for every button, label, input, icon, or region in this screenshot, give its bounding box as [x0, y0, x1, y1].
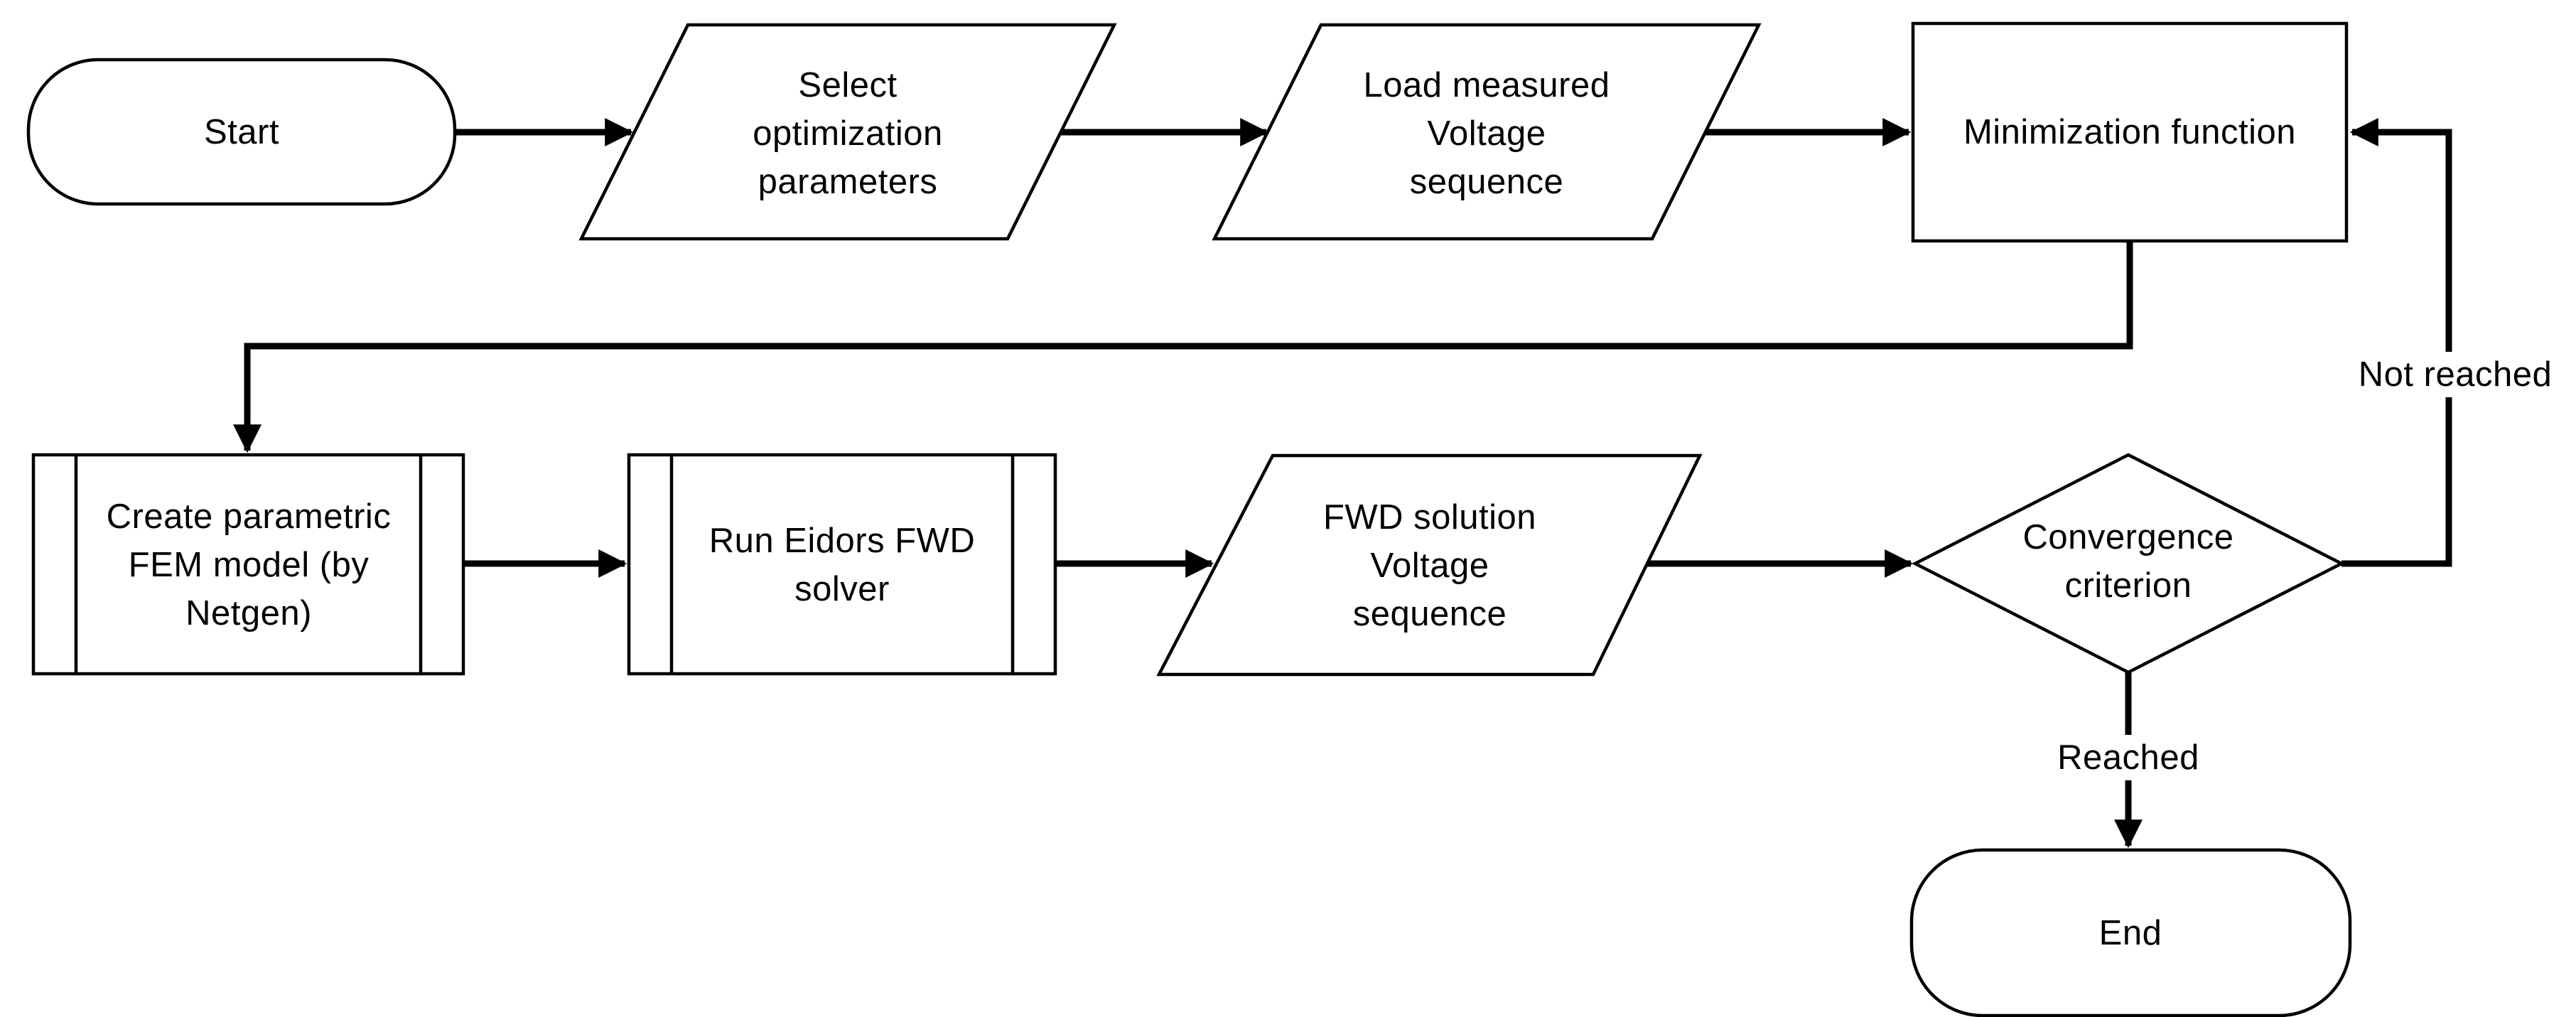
run-solver-predefined-process-shape — [627, 453, 1057, 676]
select-parameters-parallelogram-shape — [578, 23, 1117, 241]
start-terminator-shape — [26, 58, 457, 206]
convergence-node-label: Convergence criterion — [2022, 518, 2234, 605]
edge-label-reached: Reached — [2047, 735, 2209, 780]
create-fem-node-label: Create parametric FEM model (by Netgen) — [106, 497, 392, 633]
fwd-solution-parallelogram-shape — [1156, 453, 1703, 677]
start-node-label: Start — [204, 113, 279, 151]
convergence-decision-diamond-shape — [1912, 453, 2345, 674]
run-solver-node-label: Run Eidors FWD solver — [708, 522, 976, 608]
minimization-process-shape — [1911, 21, 2349, 243]
end-node-label: End — [2098, 914, 2162, 952]
create-fem-predefined-process-shape — [31, 453, 465, 676]
minimization-node-label: Minimization function — [1963, 113, 2297, 151]
edge-convergence-to-minimization-not-reached — [2341, 118, 2452, 567]
load-measured-parallelogram-shape — [1212, 23, 1762, 241]
load-measured-node-label: Load measured Voltage sequence — [1363, 66, 1610, 201]
fwd-solution-node-label: FWD solution Voltage sequence — [1322, 498, 1537, 633]
select-parameters-node-label: Select optimization parameters — [753, 66, 943, 201]
edge-label-not-reached: Not reached — [2348, 352, 2562, 397]
edge-minimization-to-create-fem — [233, 241, 2133, 453]
end-terminator-shape — [1909, 848, 2352, 1017]
